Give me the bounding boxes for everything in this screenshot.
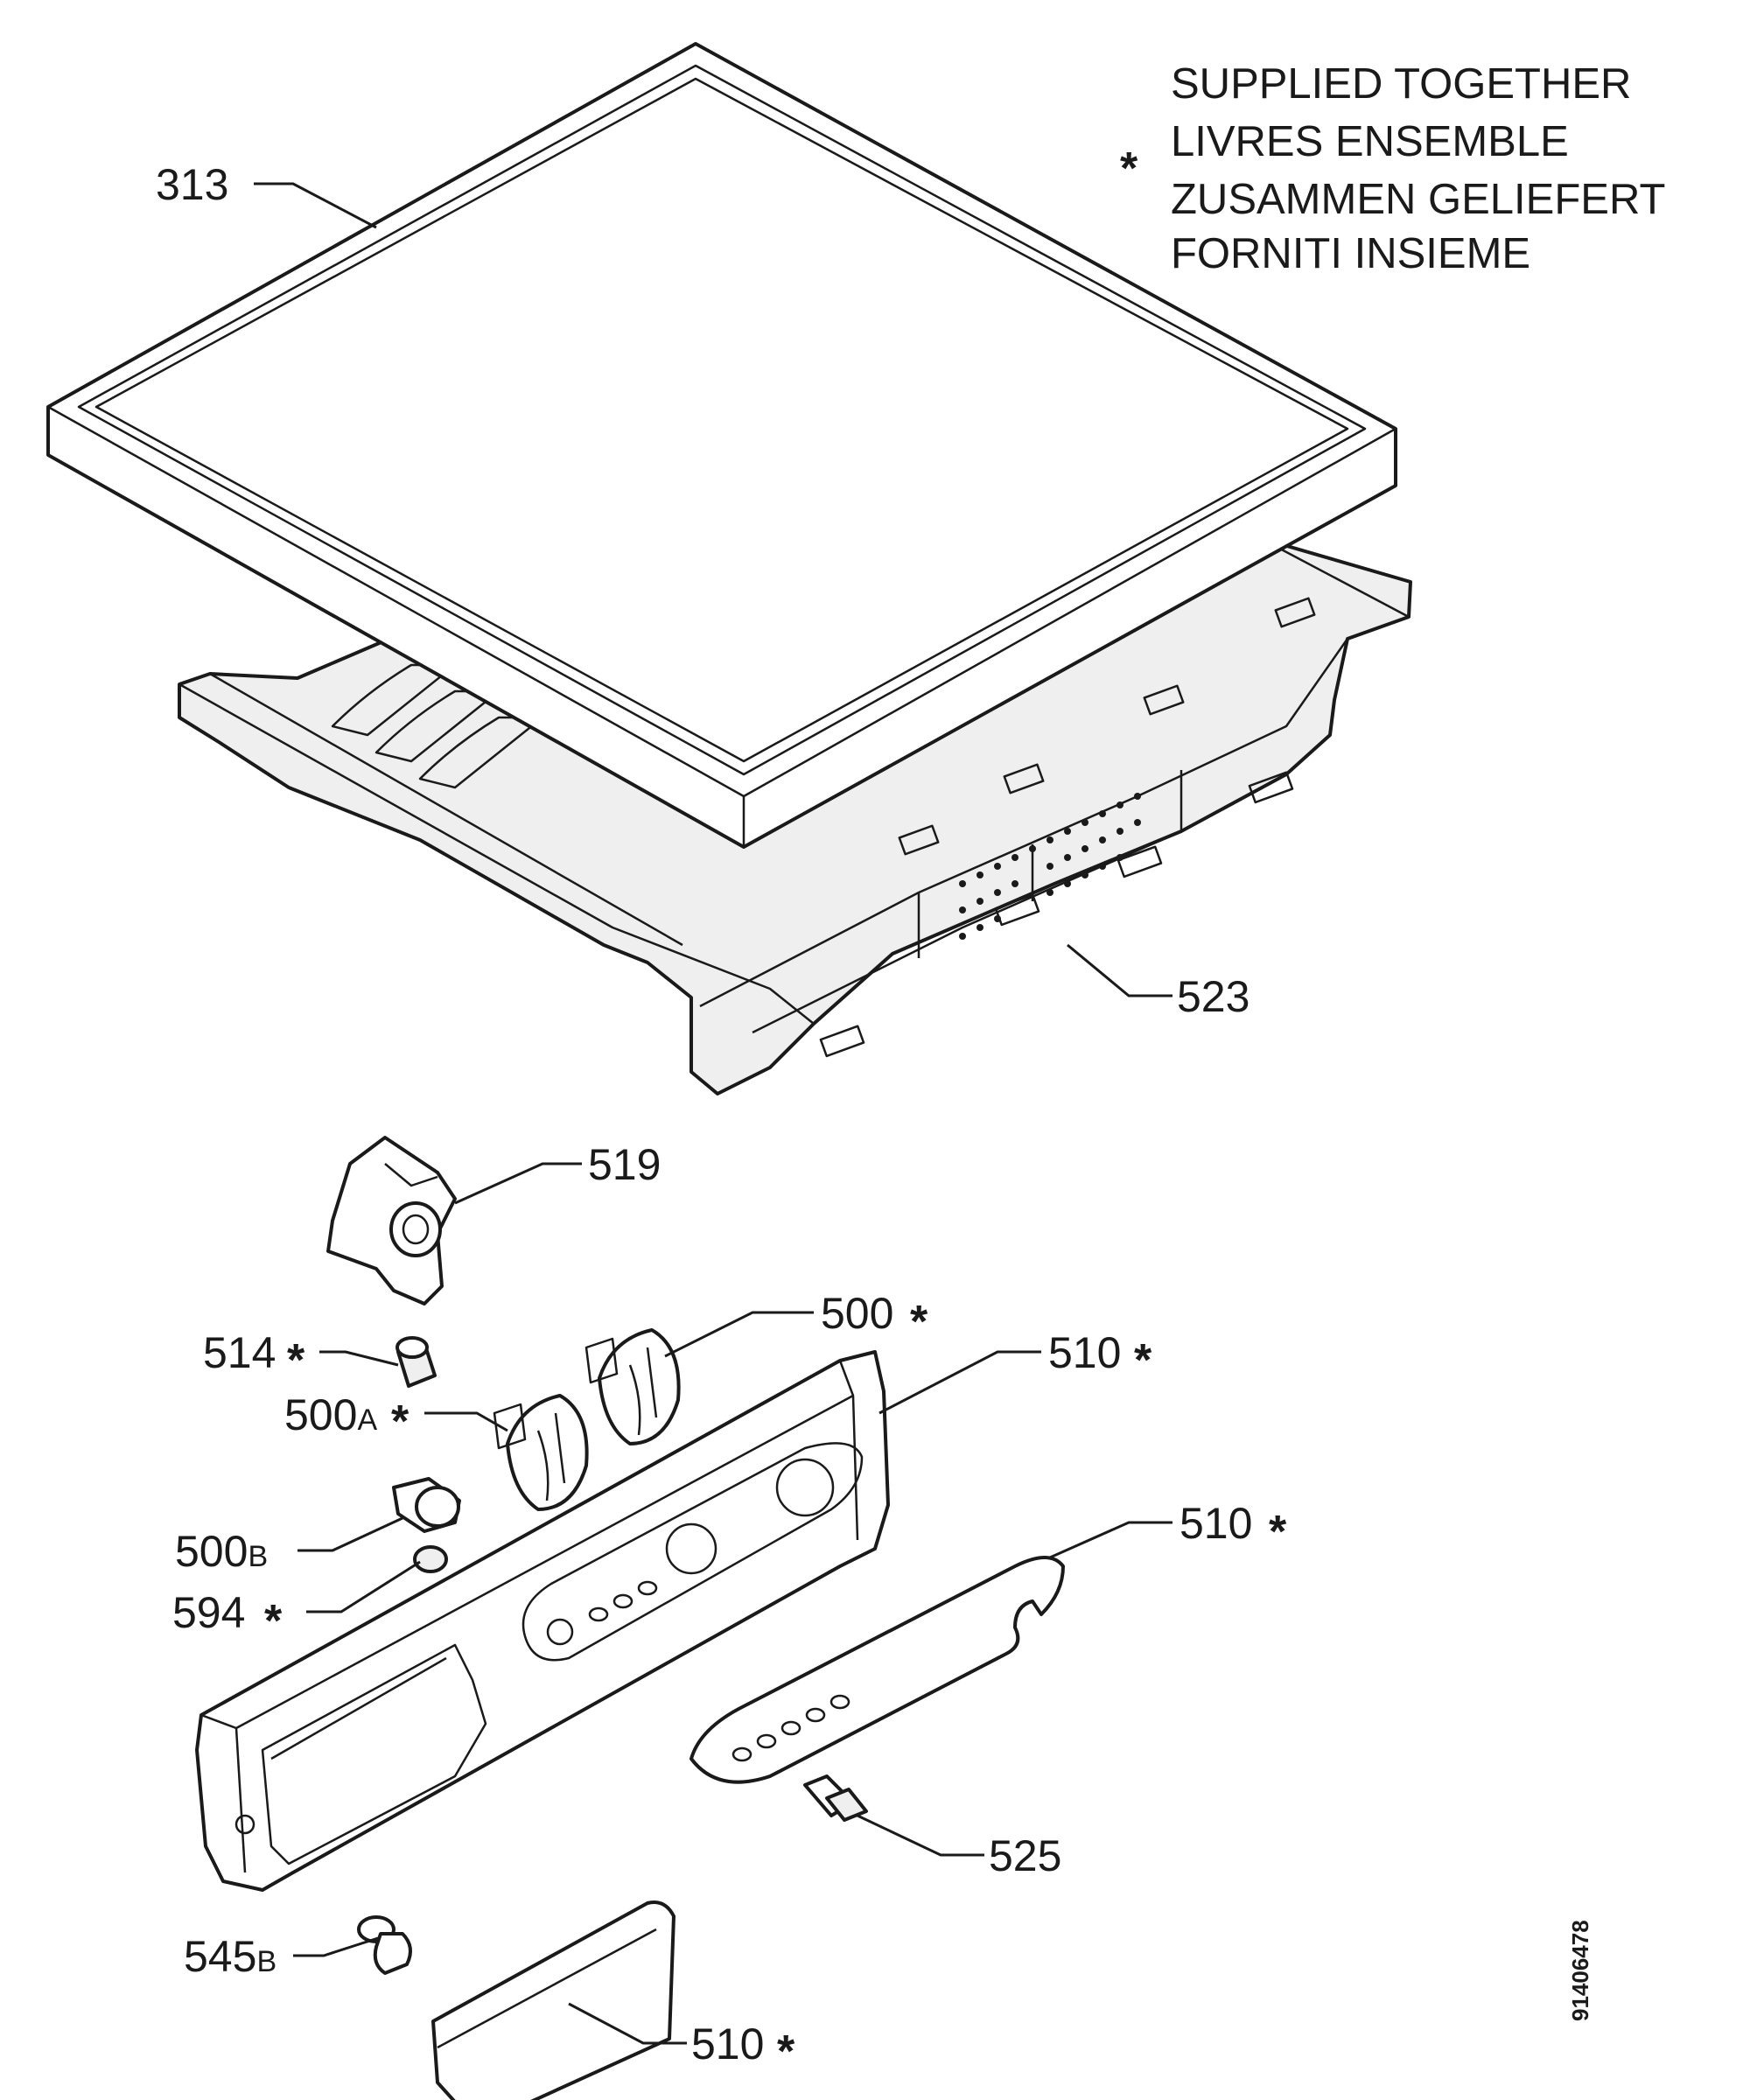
part-545b-screw [357, 1915, 412, 1975]
part-313-worktop [46, 42, 1397, 849]
callout-313: 313 [156, 160, 228, 209]
callout-510-panel: 510 * [1048, 1328, 1152, 1386]
svg-text:523: 523 [1177, 972, 1250, 1021]
callout-500-number: 500 [821, 1289, 893, 1338]
callout-510-decal-number: 510 [1180, 1499, 1252, 1548]
svg-text:545B: 545B [184, 1932, 276, 1981]
callout-545b-number: 545 [184, 1932, 256, 1981]
callout-514-number: 514 [203, 1328, 276, 1377]
callout-523: 523 [1177, 972, 1250, 1021]
svg-text:500A: 500A [284, 1390, 377, 1439]
svg-text:514: 514 [203, 1328, 276, 1377]
callout-519-number: 519 [588, 1140, 661, 1189]
callout-523-number: 523 [1177, 972, 1250, 1021]
callout-500a-suffix: A [357, 1404, 377, 1437]
callout-545b-suffix: B [256, 1945, 276, 1978]
callout-500-asterisk: * [910, 1297, 928, 1348]
callout-510-drawer: 510 * [691, 2020, 795, 2077]
part-500a-knob [493, 1394, 589, 1511]
callout-500b-suffix: B [248, 1540, 268, 1573]
part-514-cap [396, 1336, 437, 1388]
callout-510-decal: 510 * [1180, 1499, 1287, 1558]
callout-510-drawer-number: 510 [691, 2020, 764, 2068]
svg-text:519: 519 [588, 1140, 661, 1189]
callout-525: 525 [989, 1831, 1061, 1880]
callout-525-number: 525 [989, 1831, 1061, 1880]
part-594-lens [413, 1545, 448, 1573]
callout-500a-asterisk: * [391, 1396, 410, 1447]
part-510-decal [690, 1556, 1065, 1784]
svg-text:313: 313 [156, 160, 228, 209]
callout-500b-number: 500 [175, 1527, 248, 1576]
part-525-pin [803, 1774, 868, 1822]
drawing-reference-number: 91406478 [1567, 1920, 1593, 2021]
callout-510-panel-asterisk: * [1134, 1335, 1152, 1386]
leader-lines [254, 182, 1172, 2045]
callout-514-asterisk: * [287, 1335, 305, 1386]
svg-text:500: 500 [821, 1289, 893, 1338]
part-500-knob [584, 1328, 681, 1446]
callout-510-drawer-asterisk: * [777, 2026, 795, 2077]
part-510-drawer-front [431, 1900, 676, 2100]
legend: * SUPPLIED TOGETHER LIVRES ENSEMBLE ZUSA… [1120, 60, 1665, 277]
svg-text:500B: 500B [175, 1527, 268, 1576]
part-519-bracket [326, 1136, 457, 1306]
svg-text:510: 510 [691, 2020, 764, 2068]
callout-594-number: 594 [172, 1588, 245, 1637]
svg-text:525: 525 [989, 1831, 1061, 1880]
callout-500b: 500B [175, 1527, 268, 1576]
callout-594-asterisk: * [264, 1596, 283, 1647]
callout-510-panel-number: 510 [1048, 1328, 1121, 1377]
callout-500: 500 * [821, 1289, 928, 1348]
part-500b-button [392, 1477, 461, 1533]
legend-asterisk: * [1120, 144, 1138, 194]
callout-519: 519 [588, 1140, 661, 1189]
part-510-control-panel [195, 1350, 890, 1892]
svg-text:594: 594 [172, 1588, 245, 1637]
svg-text:510: 510 [1180, 1499, 1252, 1548]
callout-500a: 500A * [284, 1390, 410, 1447]
legend-line-1: SUPPLIED TOGETHER [1171, 60, 1631, 108]
callout-500a-number: 500 [284, 1390, 357, 1439]
svg-text:510: 510 [1048, 1328, 1121, 1377]
legend-line-3: ZUSAMMEN GELIEFERT [1171, 176, 1665, 223]
legend-line-4: FORNITI INSIEME [1171, 230, 1530, 277]
callout-313-number: 313 [156, 160, 228, 209]
legend-line-2: LIVRES ENSEMBLE [1171, 118, 1569, 165]
vent-holes [959, 793, 1141, 940]
callout-514: 514 * [203, 1328, 305, 1386]
callout-594: 594 * [172, 1588, 283, 1647]
callout-510-decal-asterisk: * [1269, 1507, 1287, 1558]
callout-545b: 545B [184, 1932, 276, 1981]
